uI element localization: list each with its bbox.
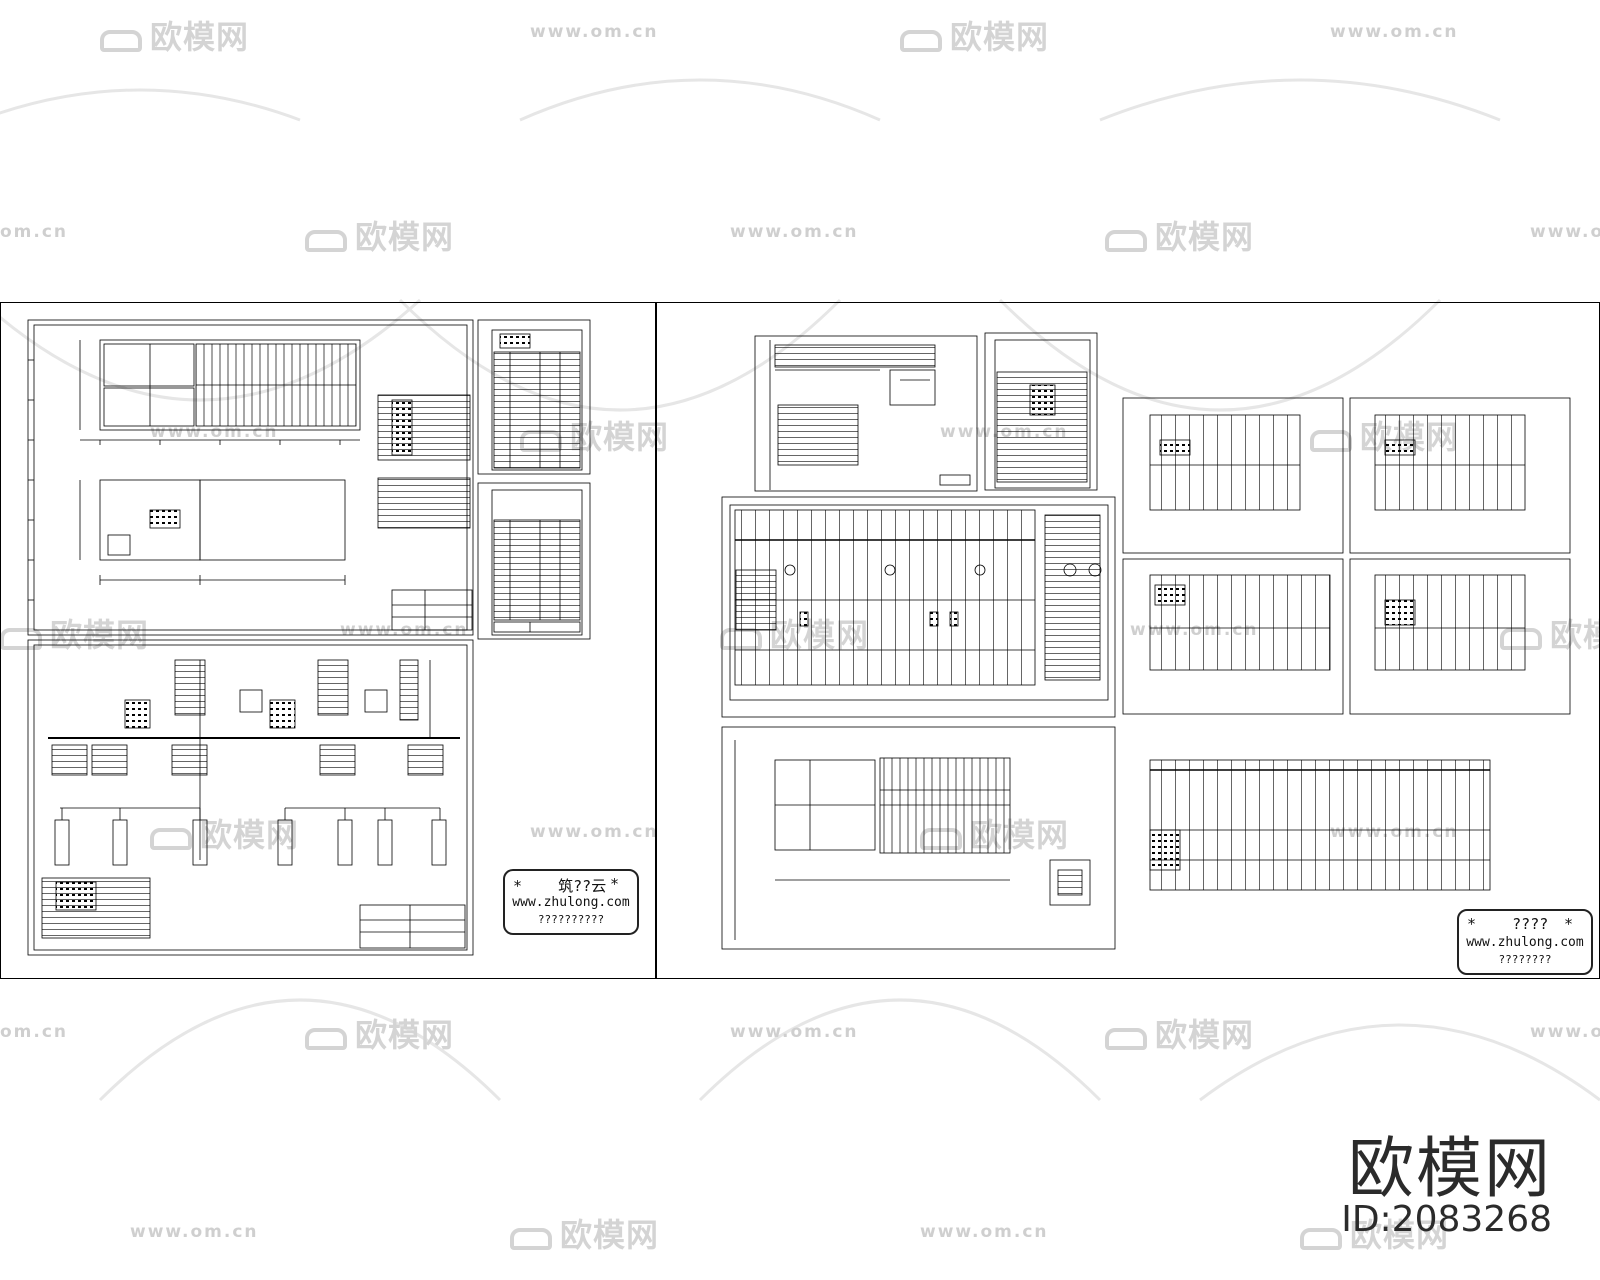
floor-plan-sheet <box>27 319 474 636</box>
stamp-url: www.zhulong.com <box>1466 935 1584 950</box>
stamp-top-text: * 筑??云 <box>513 877 607 895</box>
left-sheet-frame <box>0 302 656 979</box>
right-drawings <box>721 332 1571 950</box>
stamp-url: www.zhulong.com <box>512 895 630 910</box>
single-line-diagram-sheet <box>27 639 474 956</box>
stamp-star: * <box>609 875 619 893</box>
material-list-sheets <box>477 319 591 640</box>
brand-block: 欧模网 ID:2083268 <box>1252 1115 1552 1255</box>
stamp-bottom-text: ?????????? <box>537 913 605 926</box>
zhulong-stamp-left: * 筑??云 * www.zhulong.com ?????????? <box>503 869 639 935</box>
model-id: ID:2083268 <box>1341 1199 1552 1240</box>
zhulong-stamp-right: * ???? * www.zhulong.com ???????? <box>1457 909 1593 975</box>
stamp-star: * <box>1563 915 1573 933</box>
brand-name: 欧模网 <box>1348 1130 1552 1207</box>
stamp-top-text: * ???? <box>1467 915 1549 933</box>
stamp-bottom-text: ???????? <box>1498 953 1552 966</box>
